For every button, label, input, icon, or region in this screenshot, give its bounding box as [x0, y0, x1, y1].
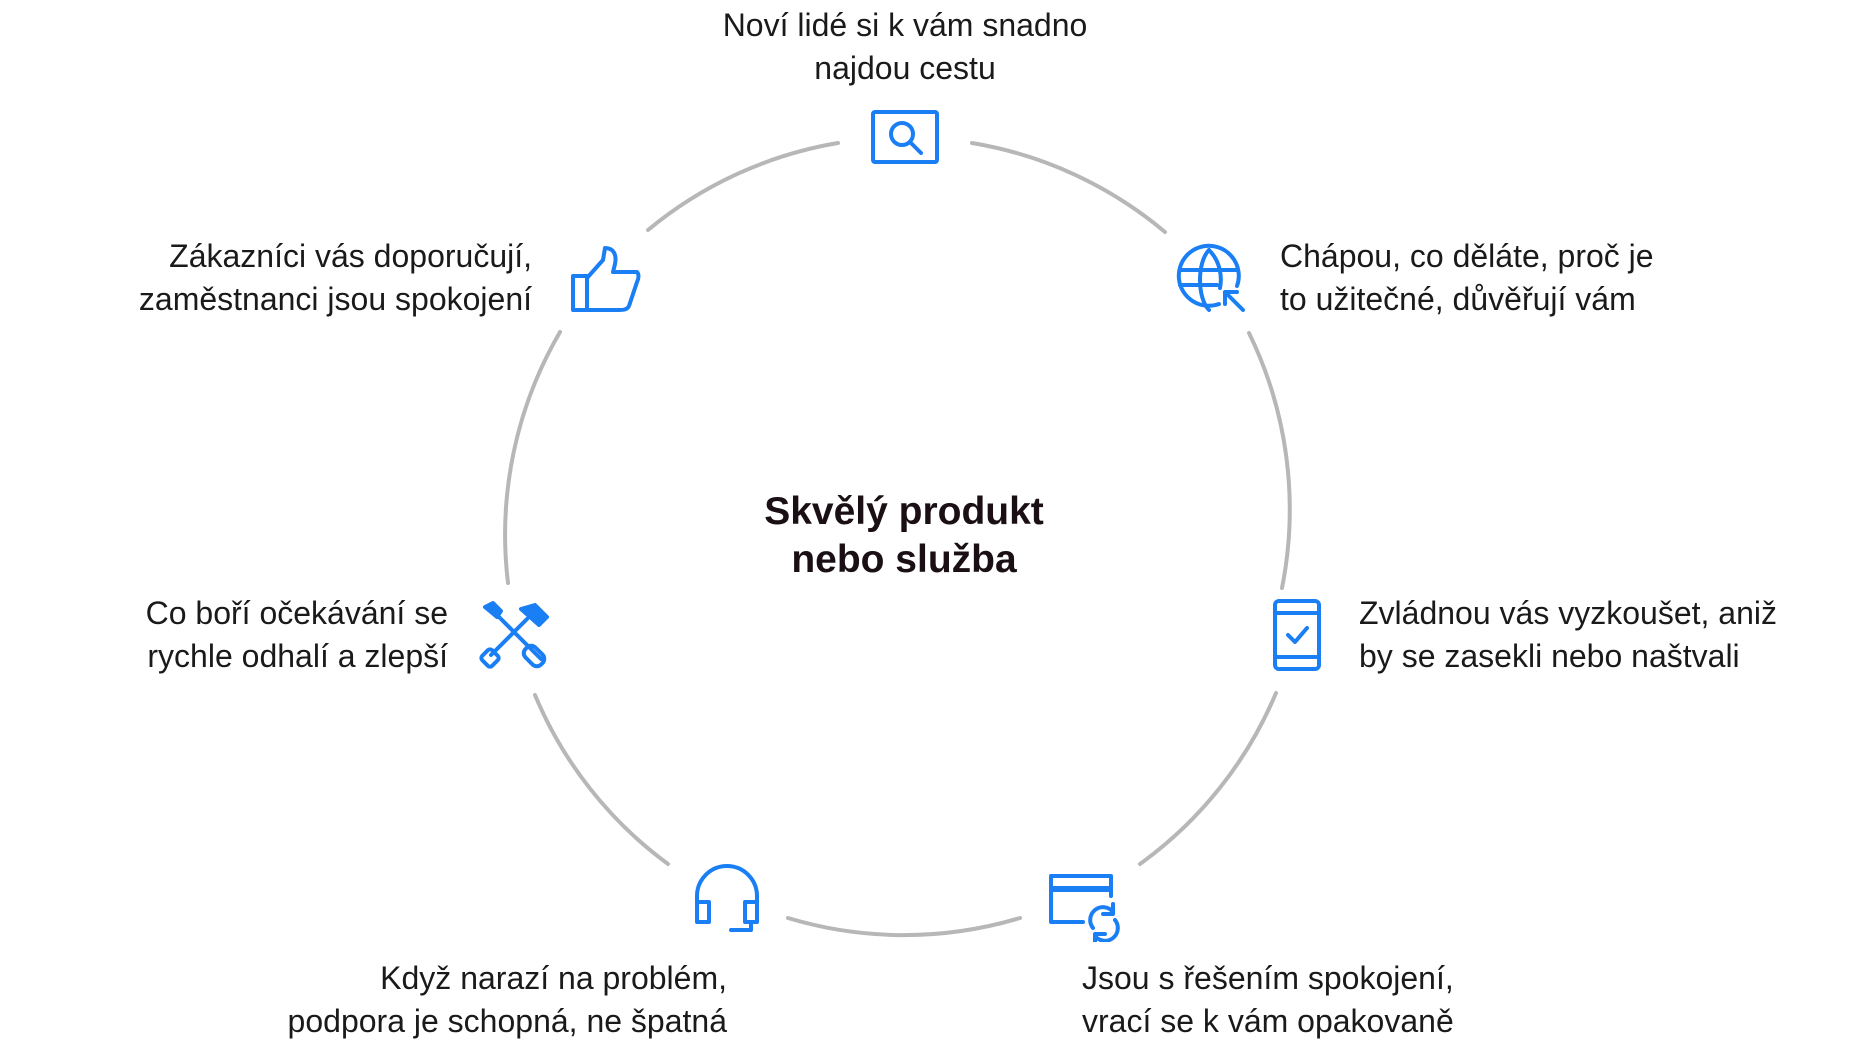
ring-arc-1	[970, 141, 1167, 234]
tools-icon	[475, 595, 555, 675]
step-7-line-2: zaměstnanci jsou spokojení	[138, 281, 532, 317]
headset-icon	[687, 858, 767, 938]
step-3-label: Zvládnou vás vyzkoušet, aniž by se zasek…	[1359, 592, 1777, 678]
step-2-line-2: to užitečné, důvěřují vám	[1280, 281, 1636, 317]
search-screen-icon	[865, 100, 945, 180]
step-1-line-2: najdou cestu	[814, 50, 996, 86]
thumbs-up-icon	[567, 240, 647, 320]
step-1-label: Noví lidé si k vám snadno najdou cestu	[680, 4, 1130, 90]
step-3-line-2: by se zasekli nebo naštvali	[1359, 638, 1740, 674]
ring-arc-7	[646, 141, 840, 232]
globe-cursor-icon	[1173, 240, 1253, 320]
center-title: Skvělý produkt nebo služba	[704, 488, 1104, 584]
step-3-line-1: Zvládnou vás vyzkoušet, aniž	[1359, 595, 1777, 631]
center-title-line-2: nebo služba	[791, 538, 1017, 581]
step-7-label: Zákazníci vás doporučují, zaměstnanci js…	[40, 235, 532, 321]
step-6-line-1: Co boří očekávání se	[145, 595, 448, 631]
ring-arc-3	[1138, 691, 1278, 866]
ring-arc-4	[786, 916, 1022, 938]
card-refresh-icon	[1043, 862, 1123, 942]
step-2-label: Chápou, co děláte, proč je to užitečné, …	[1280, 235, 1654, 321]
phone-check-icon	[1257, 595, 1337, 675]
step-4-line-2: vrací se k vám opakovaně	[1082, 1003, 1454, 1039]
step-5-label: Když narazí na problém, podpora je schop…	[200, 957, 727, 1043]
ring-arc-2	[1247, 331, 1292, 590]
step-1-line-1: Noví lidé si k vám snadno	[722, 7, 1088, 43]
step-6-line-2: rychle odhalí a zlepší	[147, 638, 448, 674]
step-4-line-1: Jsou s řešením spokojení,	[1082, 960, 1454, 996]
step-5-line-2: podpora je schopná, ne špatná	[287, 1003, 727, 1039]
ring-arc-6	[503, 330, 562, 585]
center-title-line-1: Skvělý produkt	[764, 490, 1044, 533]
step-5-line-1: Když narazí na problém,	[380, 960, 727, 996]
step-4-label: Jsou s řešením spokojení, vrací se k vám…	[1082, 957, 1454, 1043]
step-2-line-1: Chápou, co děláte, proč je	[1280, 238, 1654, 274]
step-7-line-1: Zákazníci vás doporučují,	[169, 238, 532, 274]
ring-arc-5	[533, 693, 670, 866]
step-6-label: Co boří očekávání se rychle odhalí a zle…	[60, 592, 448, 678]
